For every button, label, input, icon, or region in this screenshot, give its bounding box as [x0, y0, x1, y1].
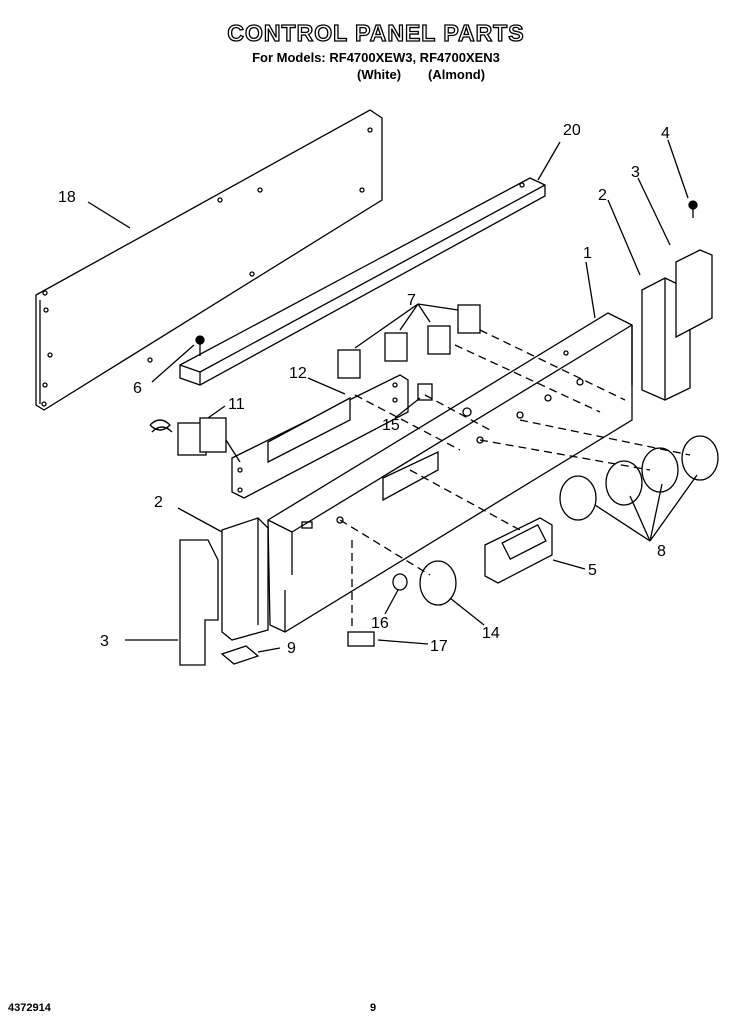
part-9-clip — [220, 645, 260, 665]
part-8-knobs — [559, 435, 719, 521]
doc-number: 4372914 — [8, 1002, 51, 1014]
alignment-lines — [339, 329, 691, 630]
callout-3-right: 3 — [631, 164, 640, 181]
part-18-rear-panel — [35, 109, 383, 411]
callout-14: 14 — [482, 625, 500, 642]
callout-15: 15 — [382, 417, 400, 434]
part-7-switches — [337, 304, 481, 379]
callout-labels: 1 2 2 3 3 4 5 6 7 8 9 11 12 14 15 16 17 … — [58, 122, 670, 657]
page-number: 9 — [370, 1002, 377, 1014]
part-14-knob — [419, 560, 457, 606]
leader-lines — [87, 139, 698, 653]
callout-7: 7 — [407, 292, 416, 309]
part-20-bracket — [179, 177, 546, 386]
part-15-switch — [417, 383, 433, 401]
callout-20: 20 — [563, 122, 581, 139]
callout-16: 16 — [371, 615, 389, 632]
callout-12: 12 — [289, 365, 307, 382]
part-1-control-panel — [267, 312, 633, 633]
part-3-left-trim — [179, 539, 219, 666]
part-3-right-trim — [675, 249, 713, 339]
callout-6: 6 — [133, 380, 142, 397]
part-5-clock-control — [484, 517, 553, 584]
callout-18: 18 — [58, 189, 76, 206]
callout-8: 8 — [657, 543, 666, 560]
callout-5: 5 — [588, 562, 597, 579]
callout-3-left: 3 — [100, 633, 109, 650]
callout-17: 17 — [430, 638, 448, 655]
callout-2-right: 2 — [598, 187, 607, 204]
page-title: CONTROL PANEL PARTS — [227, 19, 525, 46]
callout-9: 9 — [287, 640, 296, 657]
part-12-board-bracket — [231, 374, 409, 499]
callout-4: 4 — [661, 125, 670, 142]
part-2-left-end-bracket — [221, 517, 269, 641]
variant-white: (White) — [357, 67, 402, 82]
callout-2-left: 2 — [154, 494, 163, 511]
variant-almond: (Almond) — [428, 67, 486, 82]
models-line: For Models: RF4700XEW3, RF4700XEN3 — [252, 50, 500, 65]
part-6-screw — [195, 335, 205, 356]
callout-1: 1 — [583, 245, 592, 262]
part-16-spring — [392, 573, 408, 591]
part-11-motor — [149, 417, 241, 463]
part-17-switch — [347, 631, 375, 647]
part-4-screw — [688, 200, 698, 218]
callout-11: 11 — [228, 396, 245, 413]
